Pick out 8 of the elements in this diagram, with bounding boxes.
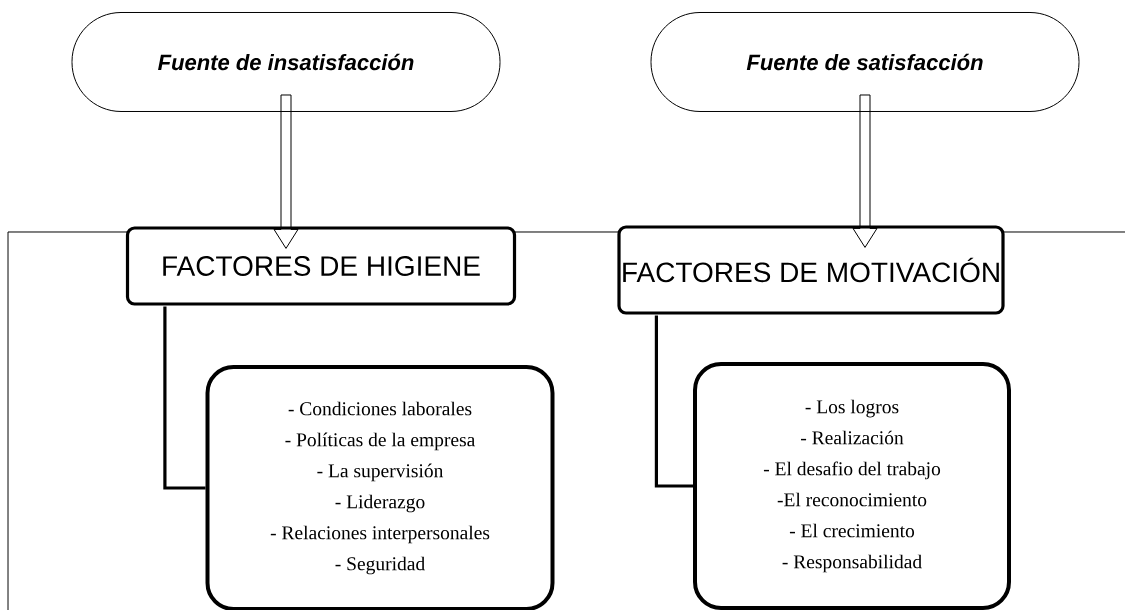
factor-box: FACTORES DE HIGIENE <box>125 226 517 306</box>
elbow-connector <box>163 306 206 490</box>
factor-box: FACTORES DE MOTIVACIÓN <box>617 225 1005 315</box>
hollow-arrow <box>852 94 878 248</box>
hollow-arrow <box>273 94 299 249</box>
elbow-connector <box>654 315 693 488</box>
factor-list-box: - Condiciones laborales - Políticas de la empresa - La supervisión - Liderazgo - Relaciones interpersonales - Seguridad <box>205 365 555 610</box>
factor-list-box: - Los logros - Realización - El desafio del trabajo -El reconocimiento - El crecimiento - Responsabilidad <box>693 362 1011 610</box>
